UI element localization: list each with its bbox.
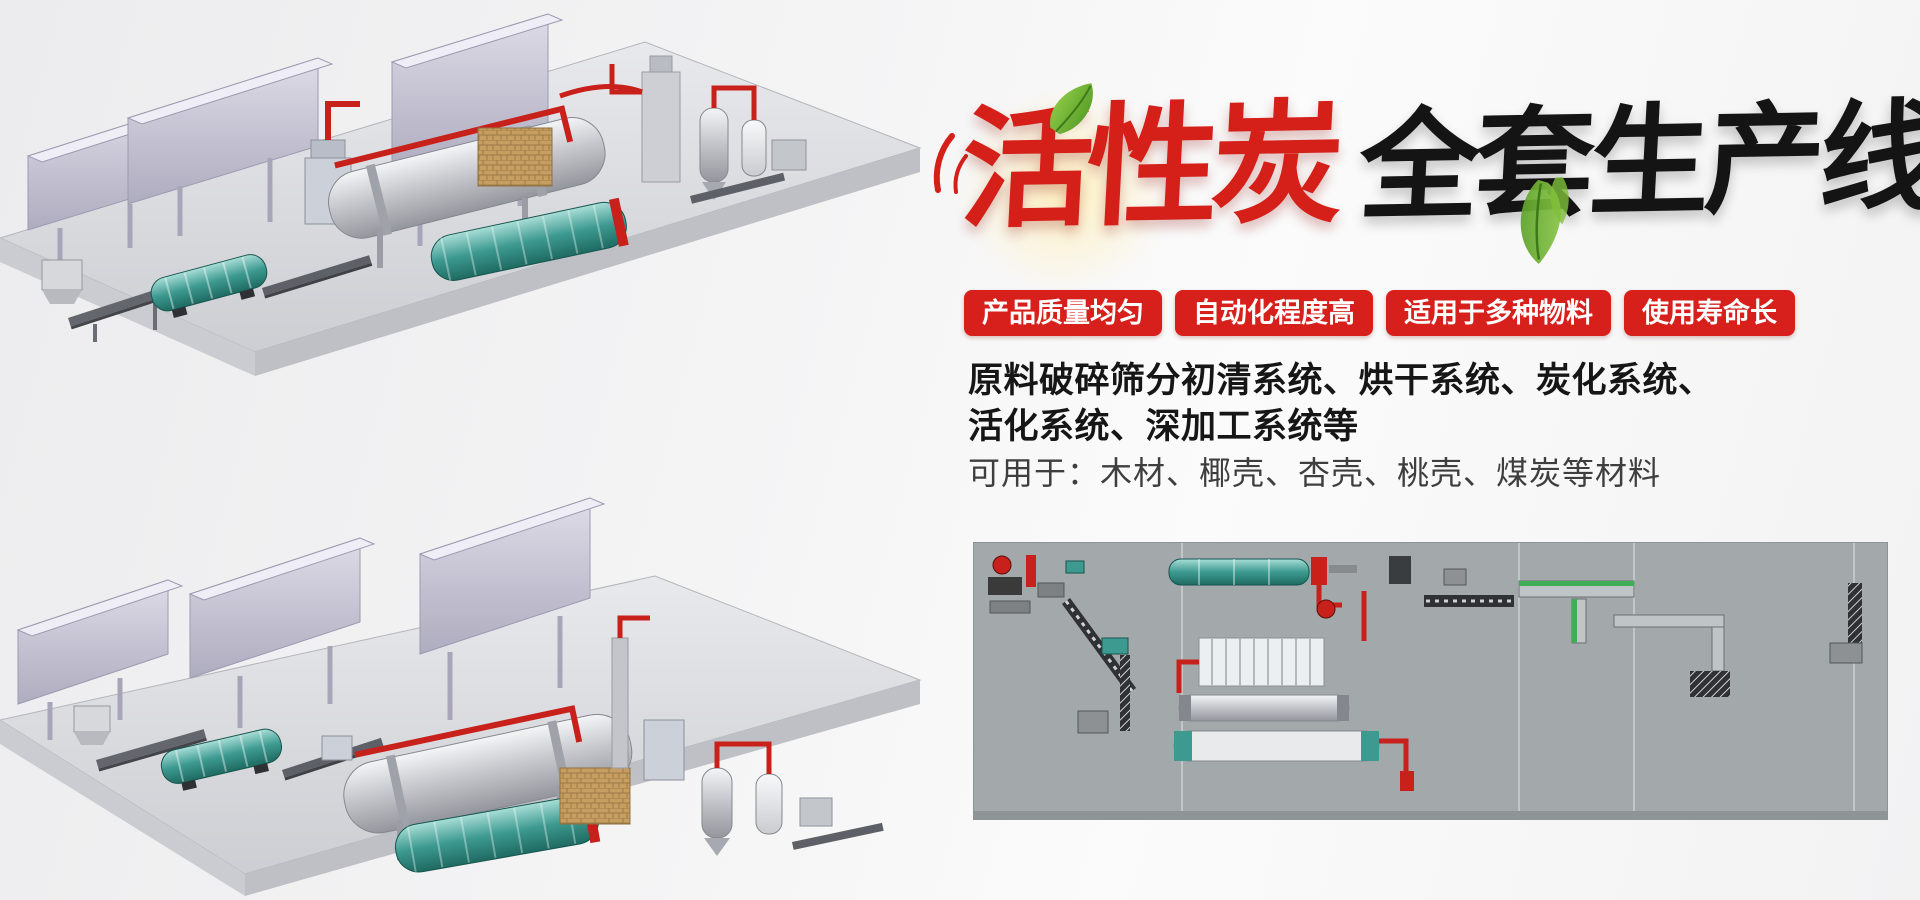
systems-description-line1: 原料破碎筛分初清系统、烘干系统、炭化系统、 xyxy=(968,361,1714,400)
schematic-dryer-drum xyxy=(1168,556,1411,586)
feature-badge: 使用寿命长 xyxy=(1624,290,1795,336)
brush-stroke-icon xyxy=(933,133,968,194)
schematic-carbonizer xyxy=(1178,694,1350,722)
activation-furnace xyxy=(701,741,833,856)
plant-layout-schematic xyxy=(973,542,1888,820)
systems-description: 原料破碎筛分初清系统、烘干系统、炭化系统、 活化系统、深加工系统等 xyxy=(968,358,1714,449)
systems-description-line2: 活化系统、深加工系统等 xyxy=(968,406,1359,446)
carbonization-tower xyxy=(609,55,681,183)
brick-kiln xyxy=(559,767,631,825)
rotary-screen-drum xyxy=(150,254,268,319)
feature-badge: 自动化程度高 xyxy=(1175,290,1373,336)
feed-hopper xyxy=(41,259,83,304)
packing-conveyors xyxy=(1518,580,1730,697)
title-black-text: 全套生产线 xyxy=(1356,90,1920,235)
schematic-exchanger xyxy=(1176,637,1325,693)
feed-conveyor xyxy=(96,729,207,772)
exhaust-stack xyxy=(611,615,650,769)
production-line-3d-render-top xyxy=(0,0,930,460)
feature-badge: 产品质量均匀 xyxy=(964,290,1162,336)
production-line-3d-render-bottom xyxy=(0,468,930,900)
dust-filter-unit xyxy=(643,719,685,781)
feed-hopper xyxy=(73,705,111,745)
cooling-drum xyxy=(430,197,629,281)
brick-kiln xyxy=(477,127,553,187)
feature-badge: 适用于多种物料 xyxy=(1386,290,1611,336)
rotary-screen-drum xyxy=(160,728,283,791)
feature-badges: 产品质量均匀 自动化程度高 适用于多种物料 使用寿命长 xyxy=(964,290,1795,336)
applications-text: 可用于：木材、椰壳、杏壳、桃壳、煤炭等材料 xyxy=(968,455,1662,491)
title-red-text: 活性炭 xyxy=(957,89,1341,244)
schematic-activation-drum xyxy=(1173,730,1414,791)
banner-title: 活性炭 全套生产线 xyxy=(958,88,1920,244)
crusher-cluster xyxy=(988,555,1085,614)
